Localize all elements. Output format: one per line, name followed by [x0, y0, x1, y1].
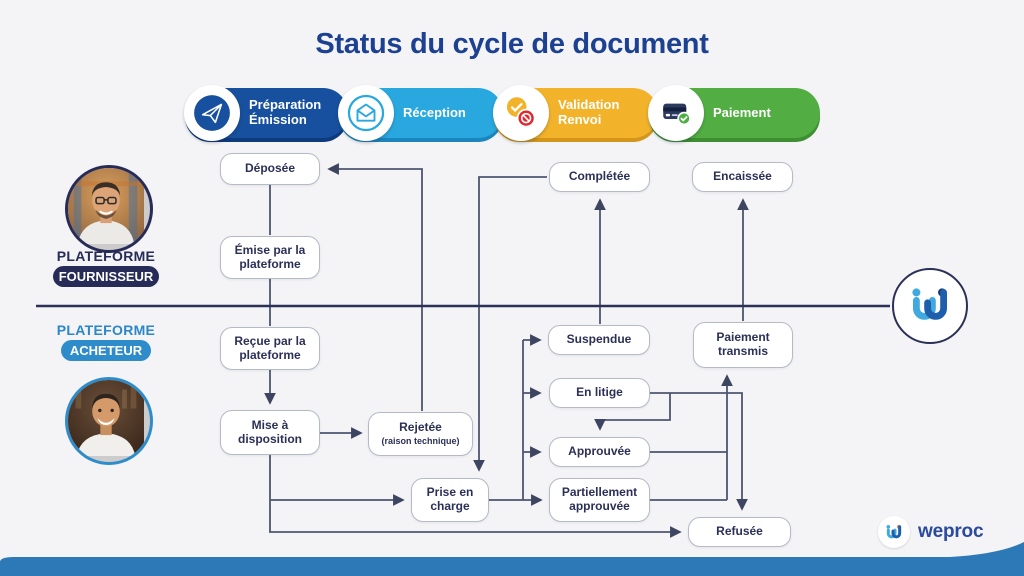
supplier-role-badge: FOURNISSEUR — [53, 266, 159, 287]
supplier-platform-label: PLATEFORME — [56, 248, 156, 264]
node-refusee: Refusée — [688, 517, 791, 547]
stage-label: Paiement — [713, 104, 771, 120]
envelope-icon — [338, 85, 394, 141]
footer-wave-bar — [0, 542, 1024, 576]
stage-label: Validation Renvoi — [558, 97, 620, 127]
stage-label: Réception — [403, 104, 466, 120]
node-emise-par-la-plateforme: Émise par la plateforme — [220, 236, 320, 279]
credit-card-icon — [648, 85, 704, 141]
edge-enlitige-approuvee — [594, 393, 671, 431]
weproc-hub-logo-icon — [892, 268, 968, 344]
edge-completee-prise — [473, 176, 547, 472]
check-forbidden-icon — [493, 85, 549, 141]
node-encaissee: Encaissée — [692, 162, 793, 192]
edge-rejetee-deposee — [327, 163, 423, 411]
stage-label: Préparation Émission — [249, 97, 322, 127]
weproc-brand: weproc — [878, 516, 984, 548]
node-en-litige: En litige — [549, 378, 650, 408]
edge-enlitige-refusee — [650, 392, 748, 511]
edge-mise-refusee — [269, 455, 682, 538]
buyer-avatar — [65, 377, 153, 465]
node-mise-a-disposition: Mise à disposition — [220, 410, 320, 455]
paper-plane-icon — [184, 85, 240, 141]
node-paiement-transmis: Paiement transmis — [693, 322, 793, 368]
node-approuvee: Approuvée — [549, 437, 650, 467]
node-suspendue: Suspendue — [548, 325, 650, 355]
node-rejetee: Rejetée (raison technique) — [368, 412, 473, 456]
buyer-platform-label: PLATEFORME — [56, 322, 156, 338]
node-completee: Complétée — [549, 162, 650, 192]
node-prise-en-charge: Prise en charge — [411, 478, 489, 522]
supplier-avatar — [65, 165, 153, 253]
node-partiellement-approuvee: Partiellement approuvée — [549, 478, 650, 522]
weproc-logo-icon — [878, 516, 910, 548]
buyer-role-badge: ACHETEUR — [61, 340, 151, 361]
node-rejetee-subtext: (raison technique) — [381, 436, 460, 447]
weproc-wordmark: weproc — [918, 521, 984, 542]
node-deposee: Déposée — [220, 153, 320, 185]
node-recue-par-la-plateforme: Reçue par la plateforme — [220, 327, 320, 370]
page-title: Status du cycle de document — [315, 28, 709, 60]
